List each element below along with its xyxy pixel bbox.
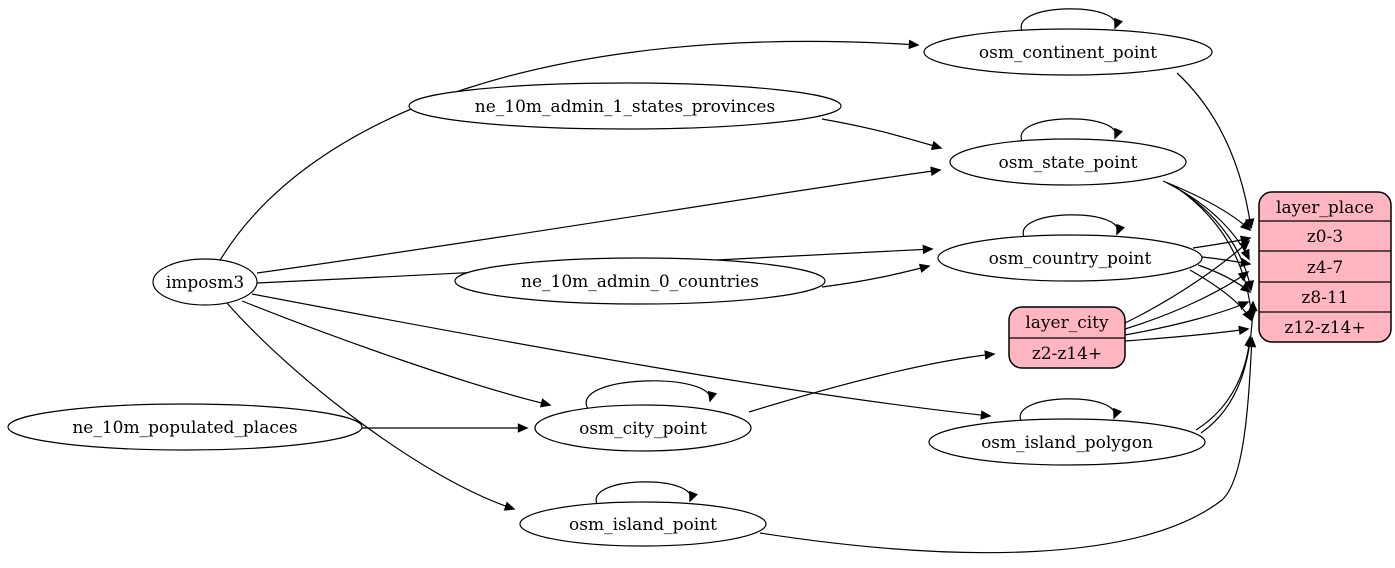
edge-group (218, 8, 1258, 554)
node-osm_city_point-shape (534, 404, 752, 452)
edge-imposm3-osm_city_point (241, 300, 552, 408)
node-osm_island_point-shape (519, 501, 767, 547)
selfloop-osm_country_point (1022, 214, 1125, 238)
node-osm_city_point: osm_city_point (534, 404, 752, 452)
selfloop-osm_continent_point (1020, 8, 1123, 32)
node-osm_city_point-label: osm_city_point (579, 419, 707, 439)
edge-osm_island_point-layer_place-z12-z14 (759, 336, 1257, 554)
node-osm_country_point-label: osm_country_point (989, 249, 1152, 269)
node-osm_state_point: osm_state_point (949, 138, 1187, 186)
record-layer_place-shape (1258, 191, 1392, 343)
node-osm_island_point: osm_island_point (519, 501, 767, 547)
node-osm_island_polygon-label: osm_island_polygon (981, 433, 1153, 453)
record-layer_place-row-z0-3: z0-3 (1307, 227, 1343, 247)
edge-imposm3-osm_island_polygon (251, 293, 992, 420)
node-ne_10m_populated_places-shape (7, 403, 363, 451)
edge-osm_state_point-layer_place-z0-3 (1162, 180, 1252, 232)
record-layer_place: layer_place z0-3 z4-7 z8-11 z12-z14+ (1258, 191, 1392, 343)
node-ne_10m_populated_places: ne_10m_populated_places (7, 403, 363, 451)
edge-osm_country_point-layer_place-z4-7 (1201, 256, 1252, 268)
edge-osm_state_point-layer_place-z8-11 (1169, 183, 1255, 292)
edge-layer_city-layer_place-z4-7 (1124, 271, 1250, 330)
edge-osm_country_point-layer_place-z0-3 (1192, 235, 1252, 249)
edge-ne_10m_admin_1_states_provinces-osm_state_point (821, 118, 943, 151)
selfloop-osm_island_point (595, 481, 698, 505)
selfloop-osm_city_point (585, 380, 717, 410)
node-ne_10m_admin_0_countries-shape (454, 257, 826, 305)
node-ne_10m_populated_places-label: ne_10m_populated_places (72, 418, 297, 438)
edge-ne_10m_admin_0_countries-osm_country_point (821, 263, 931, 288)
node-osm_island_polygon: osm_island_polygon (928, 418, 1206, 466)
node-osm_continent_point-shape (923, 28, 1213, 76)
record-layer_place-row-z8-11: z8-11 (1301, 288, 1348, 308)
edge-layer_city-layer_place-z12-z14 (1124, 325, 1250, 342)
node-osm_state_point-label: osm_state_point (999, 153, 1138, 173)
record-layer_place-row-z4-7: z4-7 (1307, 258, 1343, 278)
node-osm_country_point-shape (937, 234, 1203, 282)
node-imposm3: imposm3 (152, 258, 258, 306)
node-osm_island_point-label: osm_island_point (569, 515, 717, 535)
edge-osm_city_point-layer_city-z2-z14 (748, 350, 996, 413)
edge-imposm3-osm_island_point (226, 302, 516, 511)
node-osm_state_point-shape (949, 138, 1187, 186)
edge-osm_island_polygon-layer_place-z8-11 (1200, 300, 1258, 434)
edge-imposm3-osm_state_point (256, 166, 942, 274)
edge-layer_city-layer_place-z8-11 (1124, 301, 1250, 336)
record-layer_place-title: layer_place (1276, 198, 1374, 218)
node-ne_10m_admin_1_states_provinces-shape (408, 82, 842, 130)
selfloop-osm_island_polygon (1019, 398, 1122, 422)
edge-imposm3-osm_continent_point (218, 39, 920, 263)
node-ne_10m_admin_1_states_provinces-label: ne_10m_admin_1_states_provinces (475, 97, 775, 117)
node-osm_island_polygon-shape (928, 418, 1206, 466)
node-imposm3-label: imposm3 (166, 273, 244, 293)
edge-osm_country_point-layer_place-z8-11 (1197, 264, 1252, 294)
node-imposm3-shape (152, 258, 258, 306)
edge-osm_island_polygon-layer_place-z12-z14 (1195, 335, 1254, 431)
node-ne_10m_admin_0_countries-label: ne_10m_admin_0_countries (521, 272, 759, 292)
edge-layer_city-layer_place-z0-3 (1124, 239, 1251, 324)
edge-osm_continent_point-layer_place-z0-3 (1176, 72, 1255, 230)
record-layer_city-row-z2-z14: z2-z14+ (1032, 344, 1102, 364)
selfloop-osm_state_point (1020, 118, 1123, 142)
node-osm_continent_point: osm_continent_point (923, 28, 1213, 76)
record-layer_city-title: layer_city (1025, 313, 1109, 333)
record-layer_city: layer_city z2-z14+ (1008, 306, 1126, 369)
node-ne_10m_admin_0_countries: ne_10m_admin_0_countries (454, 257, 826, 305)
edge-osm_country_point-layer_place-z12-z14 (1189, 269, 1252, 322)
node-osm_country_point: osm_country_point (937, 234, 1203, 282)
node-osm_continent_point-label: osm_continent_point (979, 43, 1157, 63)
node-ne_10m_admin_1_states_provinces: ne_10m_admin_1_states_provinces (408, 82, 842, 130)
record-layer_place-row-z12-z14: z12-z14+ (1284, 318, 1365, 338)
